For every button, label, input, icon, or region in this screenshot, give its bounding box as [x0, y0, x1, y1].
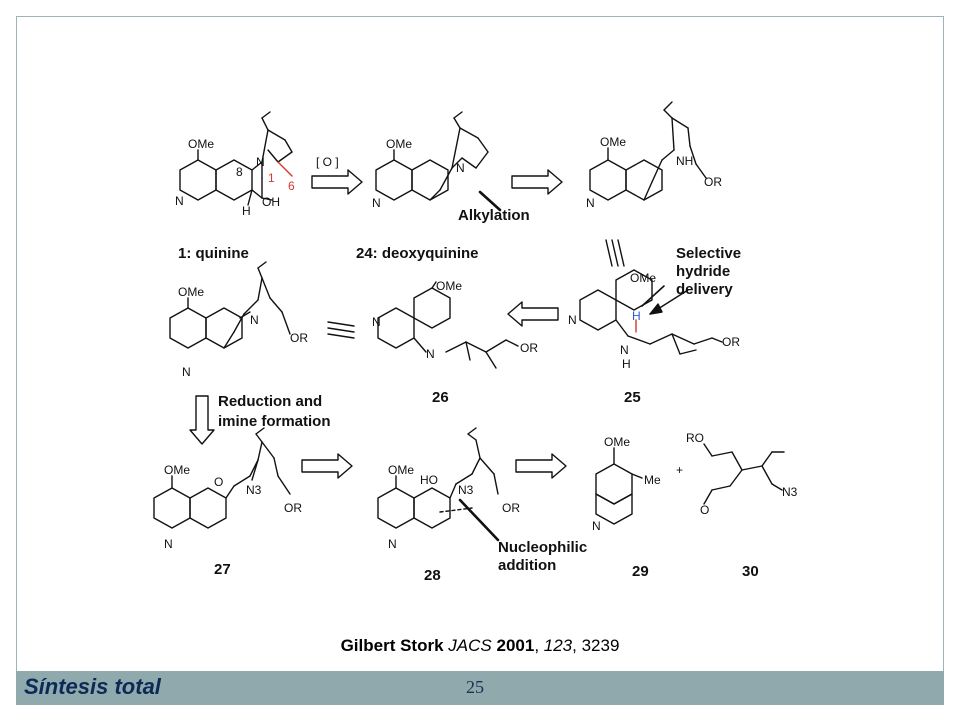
- compound-label-30: 30: [742, 563, 759, 580]
- note-selective-line1: Selective: [676, 245, 741, 262]
- note-alkylation: Alkylation: [458, 207, 530, 224]
- compound-29-structure: [595, 447, 643, 525]
- citation: Gilbert Stork JACS 2001, 123, 3239: [340, 636, 620, 655]
- ome-label: OMe: [188, 137, 214, 151]
- ome-label: OMe: [164, 463, 190, 477]
- or-label: OR: [722, 335, 740, 349]
- arrow-step-4: [507, 301, 559, 327]
- arrow-oxidation: [311, 169, 363, 195]
- arrow-hydride-pointer: [649, 289, 689, 315]
- n-label: N: [586, 196, 595, 210]
- n-label: N: [256, 155, 265, 169]
- compound-label-1: 1: quinine: [178, 245, 249, 262]
- ome-label: OMe: [178, 285, 204, 299]
- oh-label: OH: [262, 195, 280, 209]
- citation-year: 2001: [496, 636, 535, 655]
- compound-27-structure: [153, 427, 291, 529]
- compound-label-24: 24: deoxyquinine: [356, 245, 479, 262]
- note-nucleophilic-line2: addition: [498, 557, 556, 574]
- citation-journal: JACS: [448, 636, 492, 655]
- or-label: OR: [502, 501, 520, 515]
- citation-volume: 123: [543, 636, 573, 655]
- or-label: OR: [290, 331, 308, 345]
- note-selective-line3: delivery: [676, 281, 733, 298]
- o-label: O: [214, 475, 223, 489]
- compound-label-25: 25: [624, 389, 641, 406]
- note-reduction-line2: imine formation: [218, 413, 331, 430]
- o-label: O: [700, 503, 709, 517]
- n-label: N: [164, 537, 173, 551]
- or-label: OR: [520, 341, 538, 355]
- n-label: N: [426, 347, 435, 361]
- compound-label-29: 29: [632, 563, 649, 580]
- arrow-step-6: [301, 453, 353, 479]
- citation-author: Gilbert Stork: [340, 636, 444, 655]
- arrow-reduction: [189, 395, 215, 445]
- me-label: Me: [644, 473, 661, 487]
- or-label: OR: [704, 175, 722, 189]
- h-label: H: [242, 204, 251, 218]
- note-reduction-line1: Reduction and: [218, 393, 322, 410]
- n3-label: N3: [458, 483, 474, 497]
- amine-intermediate-structure: [589, 101, 707, 201]
- compound-label-26: 26: [432, 389, 449, 406]
- ome-label: OMe: [386, 137, 412, 151]
- slide-footer: Síntesis total 25: [16, 671, 944, 705]
- ro-label: RO: [686, 431, 704, 445]
- n-label: N: [388, 537, 397, 551]
- ome-label: OMe: [436, 279, 462, 293]
- n3-label: N3: [246, 483, 262, 497]
- oxidant-label: [ O ]: [316, 155, 339, 169]
- n-label: N: [175, 194, 184, 208]
- ome-label: OMe: [604, 435, 630, 449]
- nh-label: NH: [676, 154, 693, 168]
- deoxyquinine-structure: [375, 111, 502, 212]
- n3-label: N3: [782, 485, 798, 499]
- ome-label: OMe: [600, 135, 626, 149]
- imine-structure: [169, 261, 291, 349]
- locant-6: 6: [288, 179, 295, 193]
- compound-26-structure: [377, 281, 519, 369]
- ho-label: HO: [420, 473, 438, 487]
- n-label: N: [372, 315, 381, 329]
- note-selective-line2: hydride: [676, 263, 730, 280]
- compound-label-28: 28: [424, 567, 441, 584]
- equivalence-horizontal: [327, 321, 355, 339]
- n-label: N: [620, 343, 629, 357]
- locant-1: 1: [268, 171, 275, 185]
- plus-sign: +: [676, 463, 683, 477]
- n-label: N: [568, 313, 577, 327]
- compound-28-structure: [377, 427, 500, 542]
- quinine-structure: [179, 111, 293, 206]
- n-label: N: [250, 313, 259, 327]
- footer-title: Síntesis total: [24, 674, 161, 699]
- n-label: N: [592, 519, 601, 533]
- compound-25-structure: [579, 269, 723, 355]
- ome-label: OMe: [630, 271, 656, 285]
- locant-8: 8: [236, 165, 243, 179]
- n-label: N: [372, 196, 381, 210]
- h-label-red: H: [632, 309, 641, 323]
- h-label: H: [622, 357, 631, 371]
- compound-30-structure: [703, 443, 785, 505]
- note-nucleophilic-line1: Nucleophilic: [498, 539, 587, 556]
- n-label: N: [182, 365, 191, 379]
- ome-label: OMe: [388, 463, 414, 477]
- compound-label-27: 27: [214, 561, 231, 578]
- slide-frame: [16, 16, 944, 672]
- or-label: OR: [284, 501, 302, 515]
- page-number: 25: [466, 677, 484, 697]
- equivalence-vertical: [605, 239, 625, 267]
- citation-pages: 3239: [581, 636, 620, 655]
- arrow-step-2: [511, 169, 563, 195]
- n-label: N: [456, 161, 465, 175]
- arrow-step-7: [515, 453, 567, 479]
